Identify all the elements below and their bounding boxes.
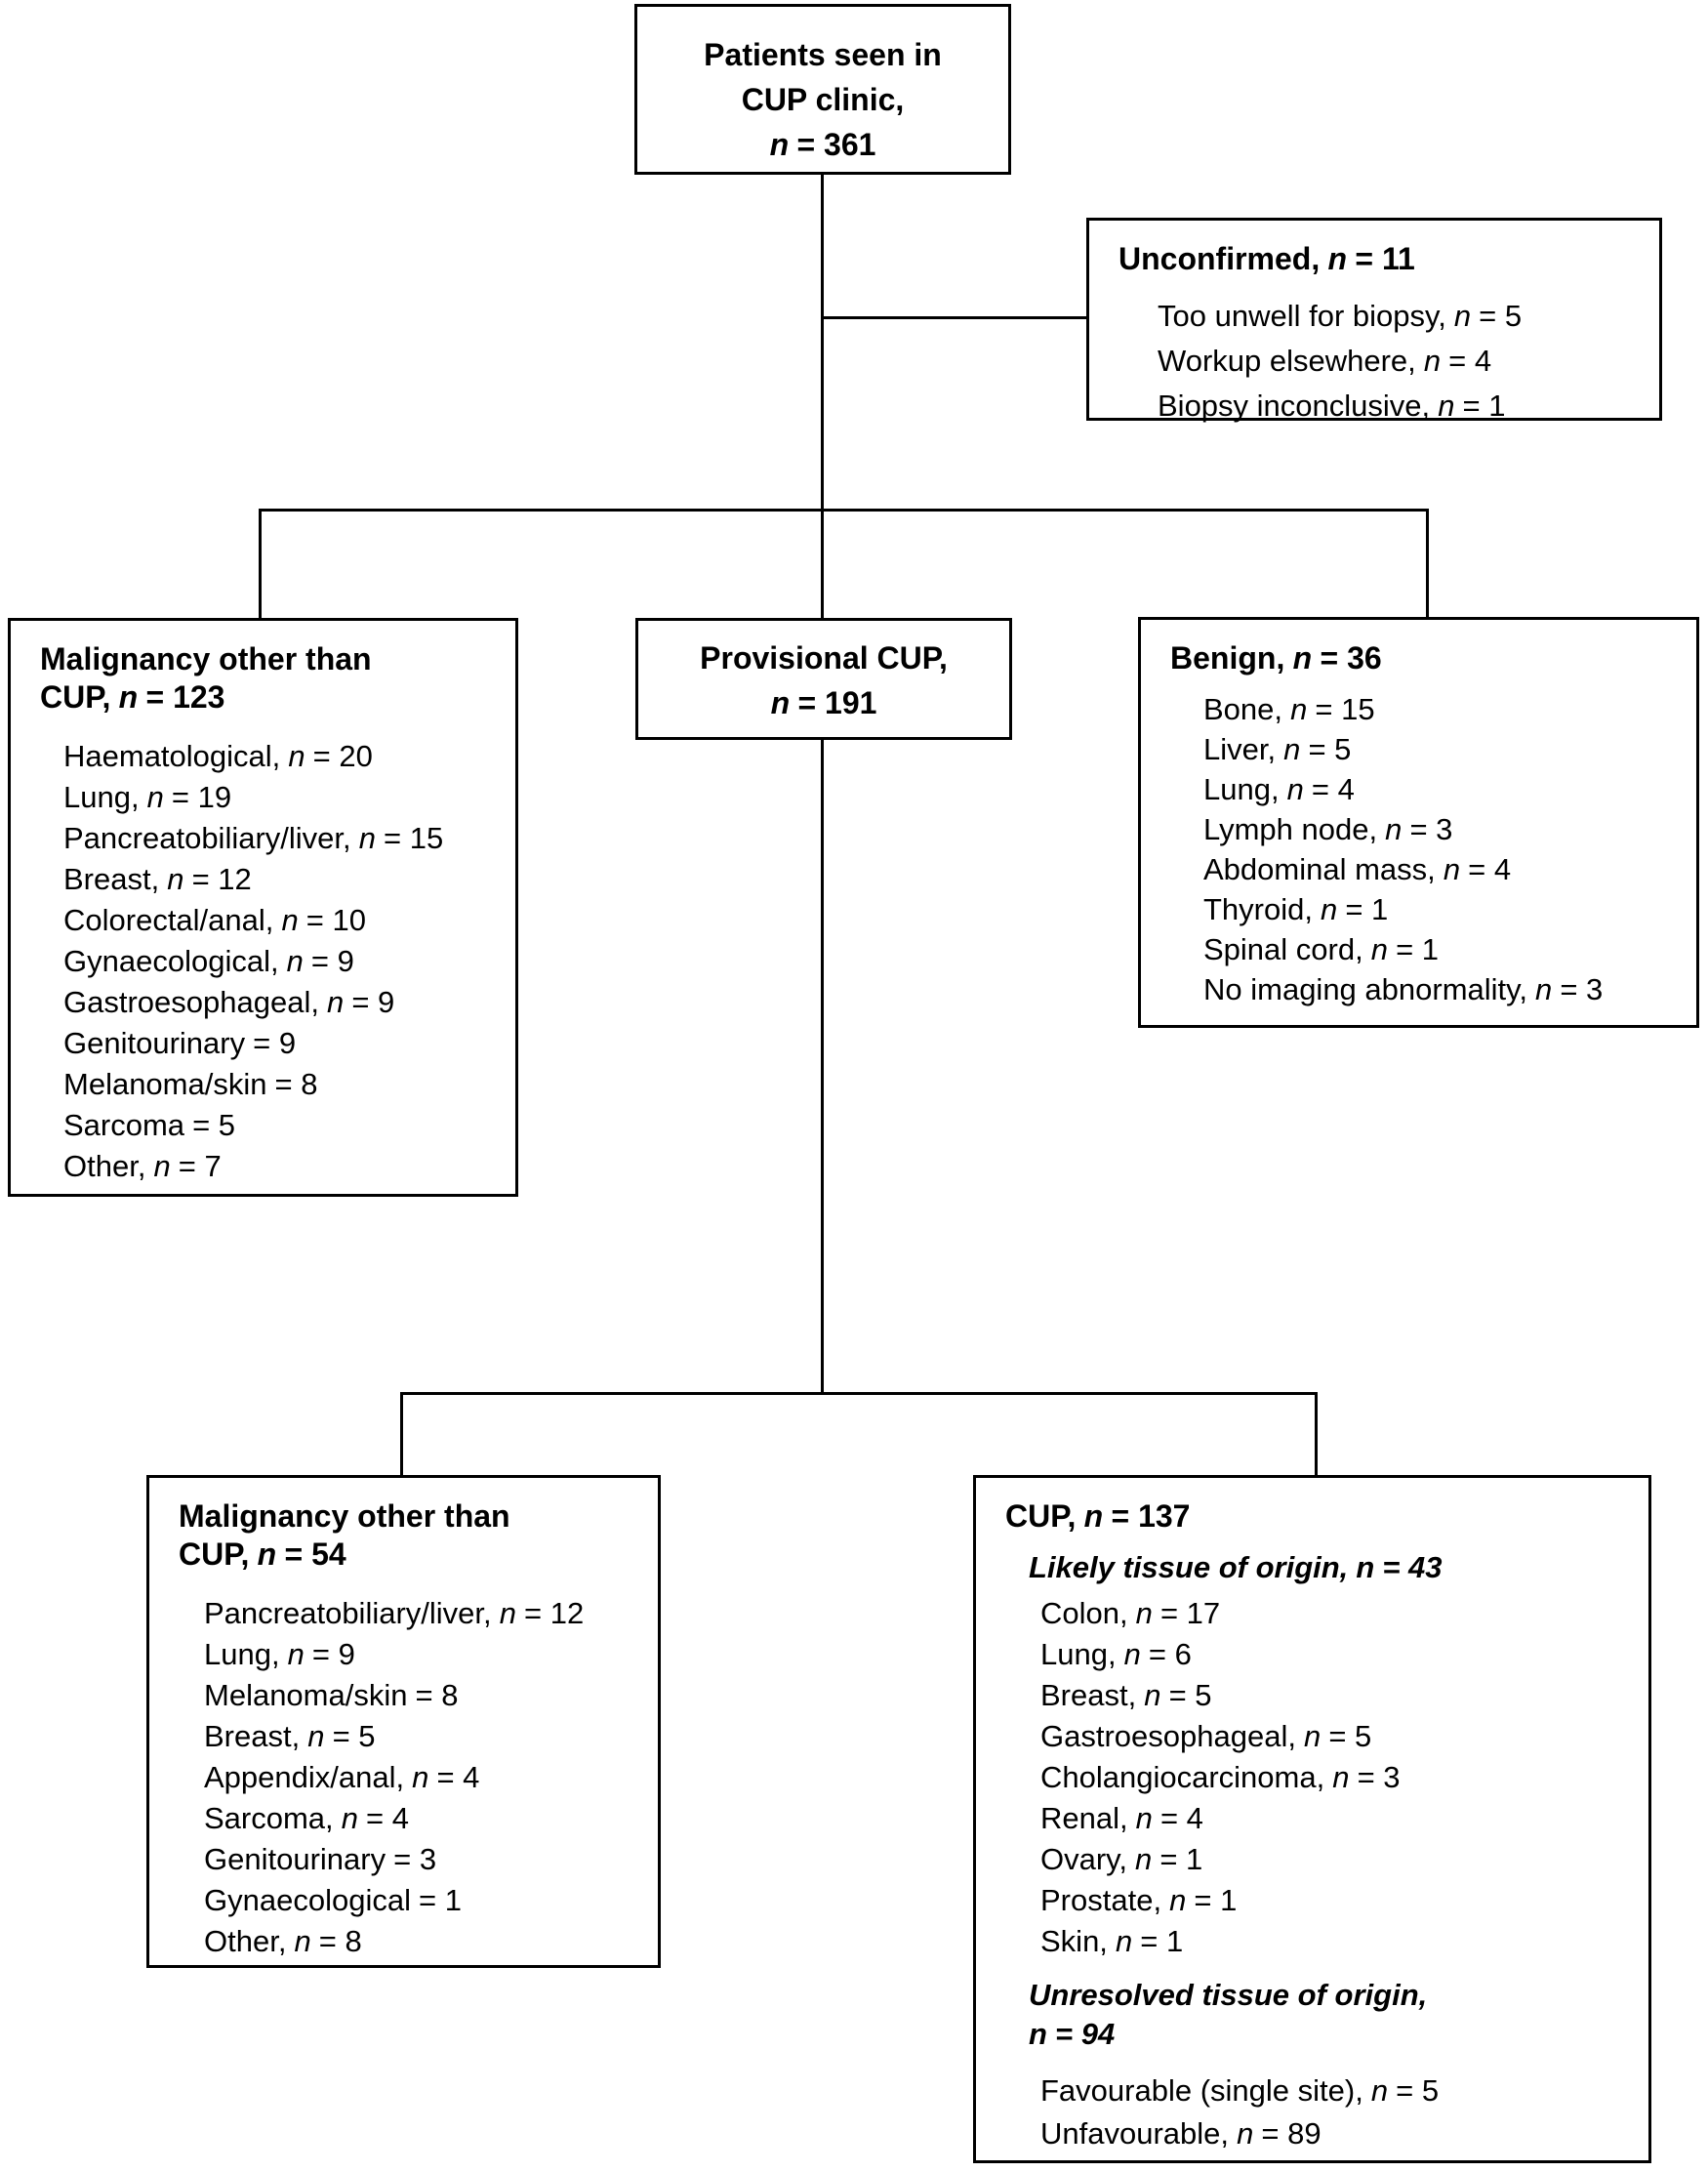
list-item: Lymph node,n= 3 xyxy=(1203,812,1453,846)
connector-drop-malignancy123 xyxy=(259,509,262,620)
list-item: Breast,n= 5 xyxy=(204,1719,376,1753)
list-item: Colon,n= 17 xyxy=(1040,1596,1221,1630)
list-item: Gastroesophageal,n= 5 xyxy=(1040,1719,1372,1753)
box-provisional-line1: Provisional CUP, xyxy=(700,640,948,676)
likely-tissue-header: Likely tissue of origin,n= 43 xyxy=(1029,1550,1443,1584)
connector-trunk-upper xyxy=(821,173,824,620)
list-item: Biopsy inconclusive,n= 1 xyxy=(1158,389,1506,423)
list-item: Genitourinary= 3 xyxy=(204,1842,437,1876)
box-cup-137: CUP,n= 137 Likely tissue of origin,n= 43… xyxy=(973,1475,1651,2163)
likely-tissue-items: Colon,n= 17 Lung,n= 6 Breast,n= 5 Gastro… xyxy=(1040,1593,1631,1962)
box-malignancy-123-items: Haematological,n= 20 Lung,n= 19 Pancreat… xyxy=(63,736,498,1187)
list-item: Haematological,n= 20 xyxy=(63,739,373,773)
connector-branch-unconfirmed xyxy=(821,316,1088,319)
box-benign-title: Benign,n= 36 xyxy=(1170,640,1382,676)
box-benign-items: Bone,n= 15 Liver,n= 5 Lung,n= 4 Lymph no… xyxy=(1203,689,1679,1009)
list-item: Melanoma/skin= 8 xyxy=(204,1678,459,1712)
list-item: Appendix/anal,n= 4 xyxy=(204,1760,480,1794)
box-patients-line3: n= 361 xyxy=(769,127,876,162)
connector-drop-cup137 xyxy=(1315,1392,1318,1477)
connector-branch-row2 xyxy=(400,1392,1318,1395)
list-item: Breast,n= 5 xyxy=(1040,1678,1212,1712)
box-malignancy-54-title-line1: Malignancy other than xyxy=(179,1498,510,1534)
list-item: Lung,n= 4 xyxy=(1203,772,1355,806)
list-item: Other,n= 8 xyxy=(204,1924,362,1958)
list-item: Unfavourable,n= 89 xyxy=(1040,2116,1322,2151)
box-unconfirmed-title: Unconfirmed,n= 11 xyxy=(1118,241,1415,276)
list-item: Cholangiocarcinoma,n= 3 xyxy=(1040,1760,1401,1794)
connector-drop-malignancy54 xyxy=(400,1392,403,1477)
list-item: Gastroesophageal,n= 9 xyxy=(63,985,395,1019)
box-patients-line2: CUP clinic, xyxy=(741,82,905,117)
list-item: Gynaecological,n= 9 xyxy=(63,944,354,978)
box-malignancy-54-items: Pancreatobiliary/liver,n= 12 Lung,n= 9 M… xyxy=(204,1593,640,1962)
box-cup-137-title: CUP,n= 137 xyxy=(1005,1498,1191,1534)
connector-branch-row1 xyxy=(259,509,1429,512)
list-item: Skin,n= 1 xyxy=(1040,1924,1184,1958)
list-item: Colorectal/anal,n= 10 xyxy=(63,903,366,937)
list-item: Sarcoma,n= 4 xyxy=(204,1801,409,1835)
list-item: Ovary,n= 1 xyxy=(1040,1842,1203,1876)
list-item: Favourable (single site),n= 5 xyxy=(1040,2073,1440,2108)
list-item: No imaging abnormality,n= 3 xyxy=(1203,972,1604,1006)
unresolved-tissue-header-line2: n= 94 xyxy=(1029,2017,1116,2051)
list-item: Lung,n= 6 xyxy=(1040,1637,1192,1671)
list-item: Bone,n= 15 xyxy=(1203,692,1375,726)
box-benign: Benign,n= 36 Bone,n= 15 Liver,n= 5 Lung,… xyxy=(1138,617,1699,1028)
list-item: Lung,n= 19 xyxy=(63,780,232,814)
list-item: Genitourinary= 9 xyxy=(63,1026,297,1060)
box-malignancy-123-title-line2: CUP,n= 123 xyxy=(40,679,225,715)
list-item: Breast,n= 12 xyxy=(63,862,252,896)
box-provisional-line2: n= 191 xyxy=(770,685,877,720)
box-unconfirmed-items: Too unwell for biopsy,n= 5 Workup elsewh… xyxy=(1158,294,1642,429)
unresolved-tissue-header-line1: Unresolved tissue of origin, xyxy=(1029,1978,1428,2012)
list-item: Spinal cord,n= 1 xyxy=(1203,932,1440,966)
box-patients-seen: Patients seen in CUP clinic, n= 361 xyxy=(634,4,1011,175)
list-item: Melanoma/skin= 8 xyxy=(63,1067,318,1101)
list-item: Sarcoma= 5 xyxy=(63,1108,236,1142)
list-item: Renal,n= 4 xyxy=(1040,1801,1203,1835)
box-malignancy-123-title-line1: Malignancy other than xyxy=(40,641,372,676)
box-malignancy-54: Malignancy other than CUP,n= 54 Pancreat… xyxy=(146,1475,661,1968)
box-provisional-cup: Provisional CUP, n= 191 xyxy=(635,618,1012,740)
box-malignancy-123: Malignancy other than CUP,n= 123 Haemato… xyxy=(8,618,518,1197)
box-unconfirmed: Unconfirmed,n= 11 Too unwell for biopsy,… xyxy=(1086,218,1662,423)
list-item: Abdominal mass,n= 4 xyxy=(1203,852,1512,886)
list-item: Thyroid,n= 1 xyxy=(1203,892,1389,926)
box-malignancy-54-title-line2: CUP,n= 54 xyxy=(179,1537,346,1572)
list-item: Gynaecological= 1 xyxy=(204,1883,462,1917)
unresolved-tissue-items: Favourable (single site),n= 5 Unfavourab… xyxy=(1040,2070,1631,2155)
connector-drop-benign xyxy=(1426,509,1429,619)
list-item: Prostate,n= 1 xyxy=(1040,1883,1238,1917)
list-item: Pancreatobiliary/liver,n= 15 xyxy=(63,821,444,855)
list-item: Too unwell for biopsy,n= 5 xyxy=(1158,299,1523,333)
connector-trunk-lower xyxy=(821,738,824,1394)
list-item: Lung,n= 9 xyxy=(204,1637,355,1671)
list-item: Pancreatobiliary/liver,n= 12 xyxy=(204,1596,585,1630)
list-item: Liver,n= 5 xyxy=(1203,732,1352,766)
box-patients-line1: Patients seen in xyxy=(704,37,942,72)
list-item: Other,n= 7 xyxy=(63,1149,222,1183)
list-item: Workup elsewhere,n= 4 xyxy=(1158,344,1492,378)
